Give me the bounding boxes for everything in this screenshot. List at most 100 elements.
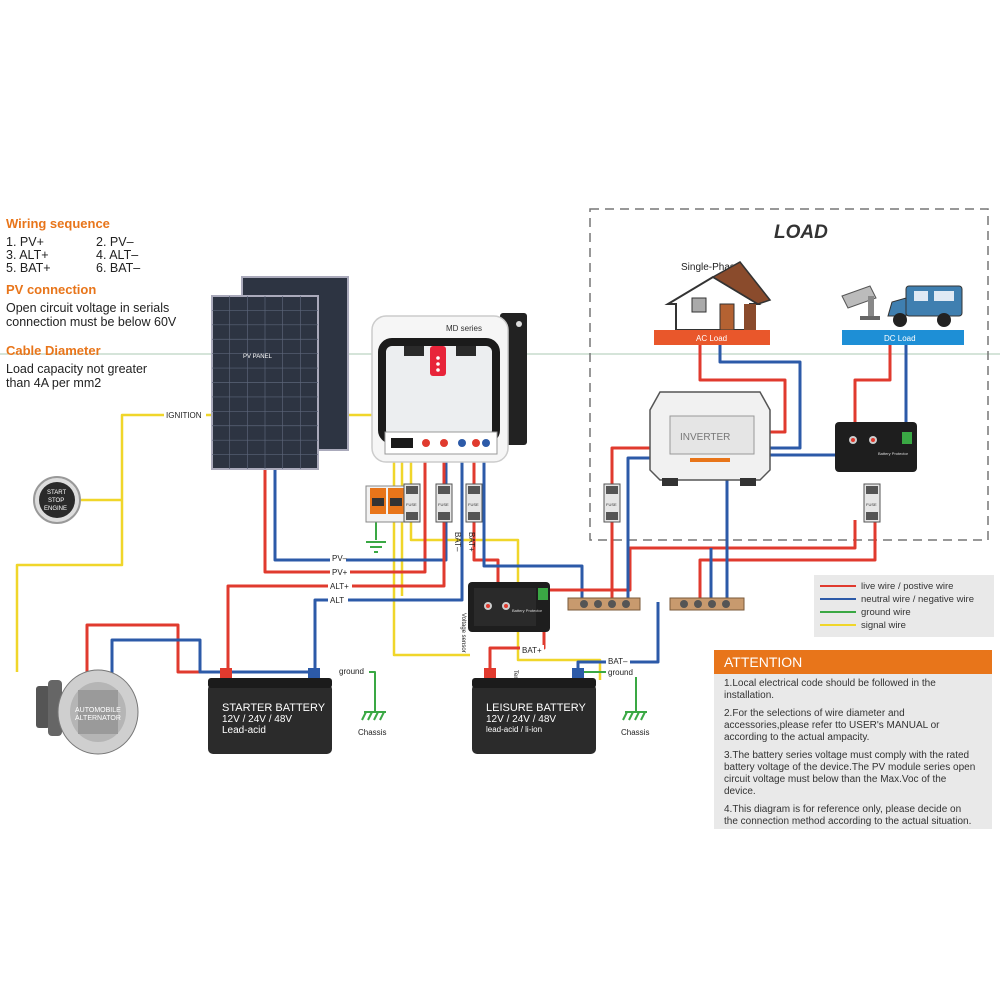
voltage-sensor-label: Voltage sensor — [460, 613, 466, 653]
fuse: FUSE — [863, 483, 881, 523]
pv-connection-line: Open circuit voltage in serials — [6, 301, 169, 315]
wire-labels: PV– PV+ ALT+ ALT BAT+ BAT– ground ground — [328, 553, 638, 677]
legend-item: live wire / postive wire — [820, 581, 953, 592]
wiring-item: 2. PV– — [96, 235, 134, 249]
bat-plus-label: BAT+ — [522, 646, 542, 655]
battery-protector-label: Battery Protector — [878, 451, 909, 456]
alt-plus-label: ALT+ — [330, 582, 349, 591]
busbar-red — [567, 597, 641, 611]
attention-line: installation. — [724, 690, 774, 701]
wiring-item: 3. ALT+ — [6, 248, 49, 262]
surge-breaker — [365, 485, 409, 523]
single-phase-label: Single-Phase — [681, 262, 741, 273]
rv-icon — [887, 285, 963, 327]
starter-battery-voltage: 12V / 24V / 48V — [222, 714, 292, 725]
house-icon — [664, 261, 772, 331]
start-stop-label: ENGINE — [44, 506, 67, 512]
wiring-item: 5. BAT+ — [6, 261, 51, 275]
attention-line: the connection method according to the a… — [724, 816, 971, 827]
alternator-label: ALTERNATOR — [75, 715, 121, 722]
legend-item: signal wire — [820, 620, 906, 631]
ground-symbol — [366, 541, 386, 553]
legend: live wire / postive wire neutral wire / n… — [814, 575, 994, 637]
load-box — [589, 208, 989, 541]
bat-minus-label: BAT– — [608, 657, 628, 666]
ground-label: ground — [608, 668, 633, 677]
busbar-blue — [669, 597, 745, 611]
pv-connection-line: connection must be below 60V — [6, 315, 177, 329]
chassis-ground-right — [622, 711, 647, 721]
chassis-label: Chassis — [621, 728, 649, 737]
ignition-label-bg — [164, 410, 206, 420]
wiring-item: 6. BAT– — [96, 261, 140, 275]
attention-line: 1.Local electrical code should be follow… — [724, 678, 936, 689]
legend-label: live wire / postive wire — [861, 581, 953, 592]
inverter-label: INVERTER — [680, 432, 730, 443]
voltage-sensor-wire — [392, 450, 470, 657]
starter-battery-name: STARTER BATTERY — [222, 702, 326, 714]
start-stop-button: START STOP ENGINE — [33, 476, 81, 524]
alt-minus-wire — [313, 450, 464, 675]
pv-connection-title: PV connection — [6, 282, 96, 297]
cable-diameter-line: Load capacity not greater — [6, 362, 147, 376]
start-stop-label: START — [47, 490, 66, 496]
attention-title: ATTENTION — [724, 654, 802, 670]
inverter: INVERTER — [649, 391, 771, 486]
bat-plus-label: BAT+ — [467, 532, 476, 552]
attention-line: 2.For the selections of wire diameter an… — [724, 708, 905, 719]
starter-battery-type: Lead-acid — [222, 725, 266, 736]
md-series-label: MD series — [446, 324, 482, 333]
fuse-label: FUSE — [606, 502, 617, 507]
leisure-battery-type: lead-acid / li-ion — [486, 725, 542, 734]
alternator: AUTOMOBILE ALTERNATOR — [36, 669, 139, 755]
attention-item: 2.For the selections of wire diameter an… — [724, 708, 940, 743]
attention-panel: ATTENTION 1.Local electrical code should… — [714, 650, 992, 829]
attention-line: accessories,please refer tto USER's MANU… — [724, 720, 940, 731]
wiring-item: 1. PV+ — [6, 235, 44, 249]
attention-line: battery voltage of the device.The PV mod… — [724, 762, 975, 773]
chassis-label: Chassis — [358, 728, 386, 737]
load-title: LOAD — [774, 222, 828, 243]
fuse-label: FUSE — [438, 502, 449, 507]
attention-line: 4.This diagram is for reference only, pl… — [724, 804, 961, 815]
ignition-label: IGNITION — [166, 411, 202, 420]
attention-item: 4.This diagram is for reference only, pl… — [724, 804, 971, 827]
start-stop-label: STOP — [48, 498, 64, 504]
fuse: FUSE — [435, 483, 453, 523]
pv-panel-label: PV PANEL — [243, 354, 273, 360]
legend-label: ground wire — [861, 607, 911, 618]
fuse: FUSE — [603, 483, 621, 523]
dc-load-label: DC Load — [884, 334, 916, 343]
ac-load-bar — [654, 330, 770, 345]
pv-minus-label: PV– — [332, 554, 348, 563]
fuse-label: FUSE — [406, 502, 417, 507]
cable-diameter-title: Cable Diameter — [6, 343, 101, 358]
attention-line: according to the actual ampacity. — [724, 732, 869, 743]
legend-item: neutral wire / negative wire — [820, 594, 974, 605]
starter-battery: STARTER BATTERY 12V / 24V / 48V Lead-aci… — [208, 668, 332, 754]
camera-icon — [841, 285, 880, 320]
attention-line: 3.The battery series voltage must comply… — [724, 750, 969, 761]
battery-protector-load: Battery Protector — [835, 422, 917, 472]
fuse: FUSE — [403, 483, 421, 523]
battery-protector-label: Battery Protector — [512, 608, 543, 613]
wiring-item: 4. ALT– — [96, 248, 138, 262]
ignition-wire — [15, 413, 402, 672]
pv-plus-label: PV+ — [332, 568, 348, 577]
bat-minus-controller-wire — [482, 450, 584, 602]
cable-diameter-line: than 4A per mm2 — [6, 376, 101, 390]
attention-item: 3.The battery series voltage must comply… — [724, 750, 975, 797]
legend-label: neutral wire / negative wire — [861, 594, 974, 605]
attention-line: circuit voltage must below than the Max.… — [724, 774, 947, 785]
attention-line: device. — [724, 786, 756, 797]
pv-panel: PV PANEL — [211, 276, 349, 470]
fuse-label: FUSE — [866, 502, 877, 507]
ground-label: ground — [339, 667, 364, 676]
legend-label: signal wire — [861, 620, 906, 631]
leisure-battery-voltage: 12V / 24V / 48V — [486, 714, 556, 725]
dc-load-bar — [842, 330, 964, 345]
chassis-ground-left — [361, 711, 386, 721]
alt-minus-label: ALT — [330, 596, 344, 605]
